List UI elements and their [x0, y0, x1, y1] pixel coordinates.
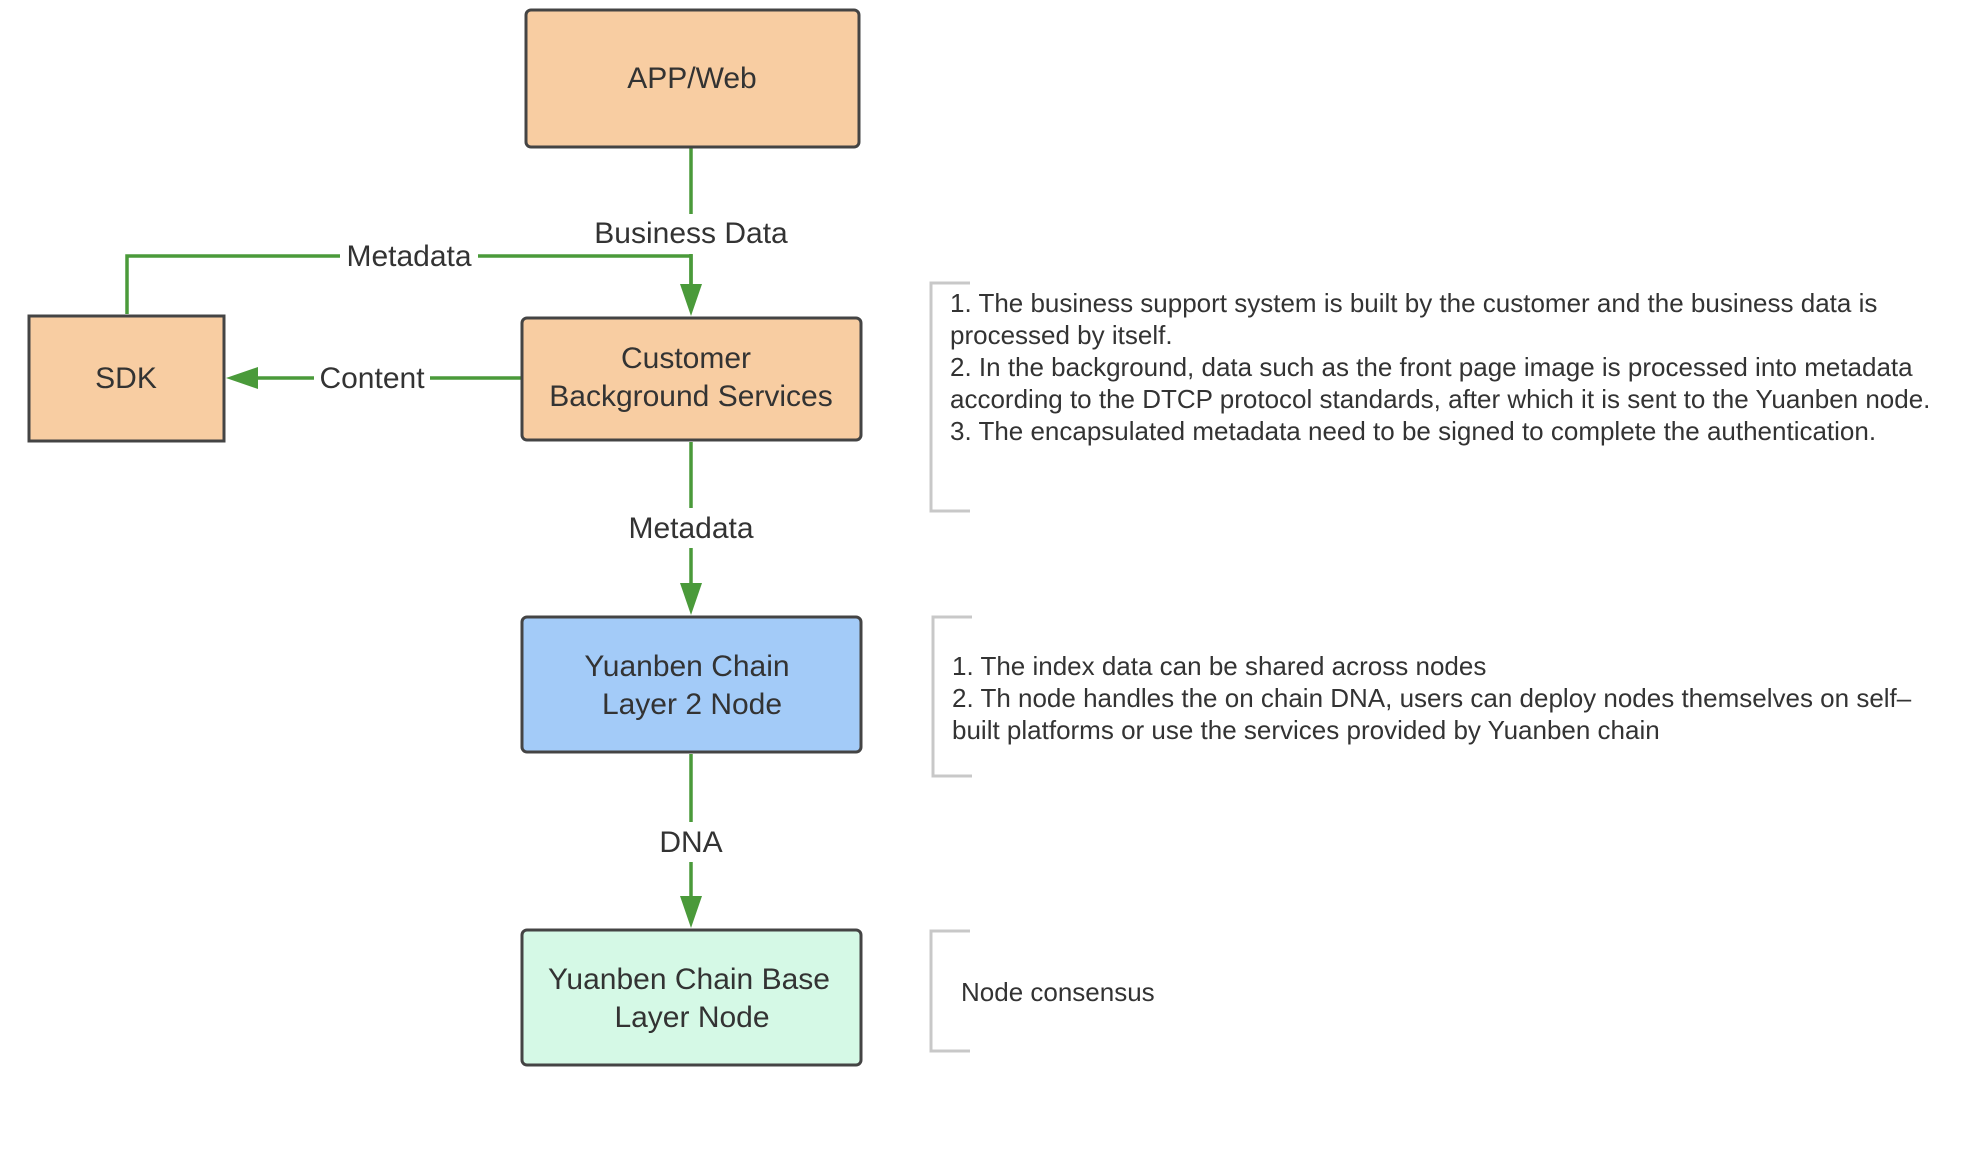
- arrowhead-to-layer2: [680, 583, 702, 615]
- node-customer-background-services: Customer Background Services: [520, 316, 863, 442]
- note-layer2-item-1: 1. The index data can be shared across n…: [952, 651, 1487, 681]
- note-base: Node consensus: [961, 976, 1461, 1008]
- bracket-base-note: [929, 929, 970, 1053]
- node-layer2-label-line2: Layer 2 Node: [602, 688, 782, 721]
- node-sdk-label: SDK: [95, 362, 157, 395]
- node-customer-label-line2: Background Services: [549, 380, 832, 413]
- bracket-customer-note: [929, 281, 970, 513]
- edge-label-business-data: Business Data: [594, 217, 788, 250]
- arrowheads: [226, 284, 702, 928]
- node-sdk: SDK: [27, 314, 226, 443]
- note-customer-item-3: 3. The encapsulated metadata need to be …: [950, 416, 1877, 446]
- note-customer: 1. The business support system is built …: [950, 287, 1950, 447]
- arrowhead-to-base: [680, 896, 702, 928]
- arrowhead-to-sdk: [226, 367, 258, 389]
- node-app-web: APP/Web: [524, 8, 861, 149]
- note-layer2: 1. The index data can be shared across n…: [952, 650, 1914, 746]
- node-yuanben-base-layer: Yuanben Chain Base Layer Node: [520, 928, 863, 1067]
- node-customer-label-line1: Customer: [621, 342, 751, 375]
- edge-label-metadata-middle: Metadata: [628, 512, 753, 545]
- note-brackets: [929, 281, 972, 1053]
- edge-label-content: Content: [319, 362, 425, 395]
- note-customer-item-1: 1. The business support system is built …: [950, 288, 1878, 350]
- node-app-web-label: APP/Web: [627, 62, 757, 95]
- edge-label-metadata-top: Metadata: [346, 240, 471, 273]
- note-layer2-item-2: 2. Th node handles the on chain DNA, use…: [952, 683, 1912, 745]
- note-base-text: Node consensus: [961, 977, 1155, 1007]
- note-customer-item-2: 2. In the background, data such as the f…: [950, 352, 1931, 414]
- node-base-label-line1: Yuanben Chain Base: [548, 963, 830, 996]
- node-yuanben-layer2: Yuanben Chain Layer 2 Node: [520, 615, 863, 754]
- node-layer2-label-line1: Yuanben Chain: [584, 650, 789, 683]
- node-base-label-line2: Layer Node: [614, 1001, 769, 1034]
- arrowhead-to-customer: [680, 284, 702, 316]
- edge-label-dna: DNA: [659, 826, 722, 859]
- edge-labels: Business Data Metadata Content Metadata …: [314, 214, 794, 862]
- bracket-layer2-note: [931, 615, 972, 778]
